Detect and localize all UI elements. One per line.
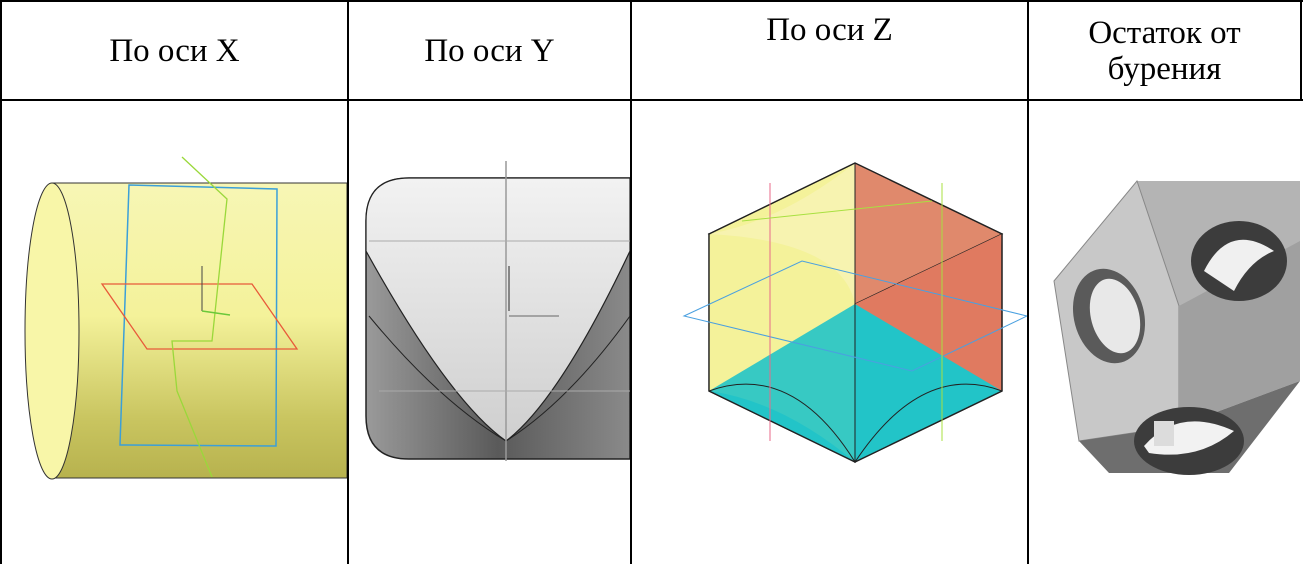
header-drilling-remainder-line2: бурения [1107,50,1222,87]
header-axis-y: По оси Y [349,2,630,99]
header-axis-y-label: По оси Y [424,32,555,69]
column-divider-1 [347,0,349,564]
header-axis-x-label: По оси X [109,32,240,69]
header-axis-z-label: По оси Z [766,12,893,48]
header-axis-x: По оси X [2,2,347,99]
column-divider-3 [1027,0,1029,564]
colored-cube-image [682,162,1027,463]
gray-cylinder-image [365,161,630,461]
cell-axis-y [349,101,630,564]
cell-drilling-remainder [1029,101,1300,564]
table-top-border [0,0,1303,2]
header-drilling-remainder-line1: Остаток от [1088,14,1241,51]
yellow-cylinder-image [24,156,347,480]
table-left-border [0,0,2,564]
column-divider-2 [630,0,632,564]
table-right-border [1300,0,1302,100]
drilled-cube-image [1053,179,1300,475]
cell-axis-x [2,101,347,564]
header-axis-z: По оси Z [632,2,1027,99]
cell-axis-z [632,101,1027,564]
header-drilling-remainder: Остаток от бурения [1029,2,1300,99]
header-divider [0,99,1303,101]
